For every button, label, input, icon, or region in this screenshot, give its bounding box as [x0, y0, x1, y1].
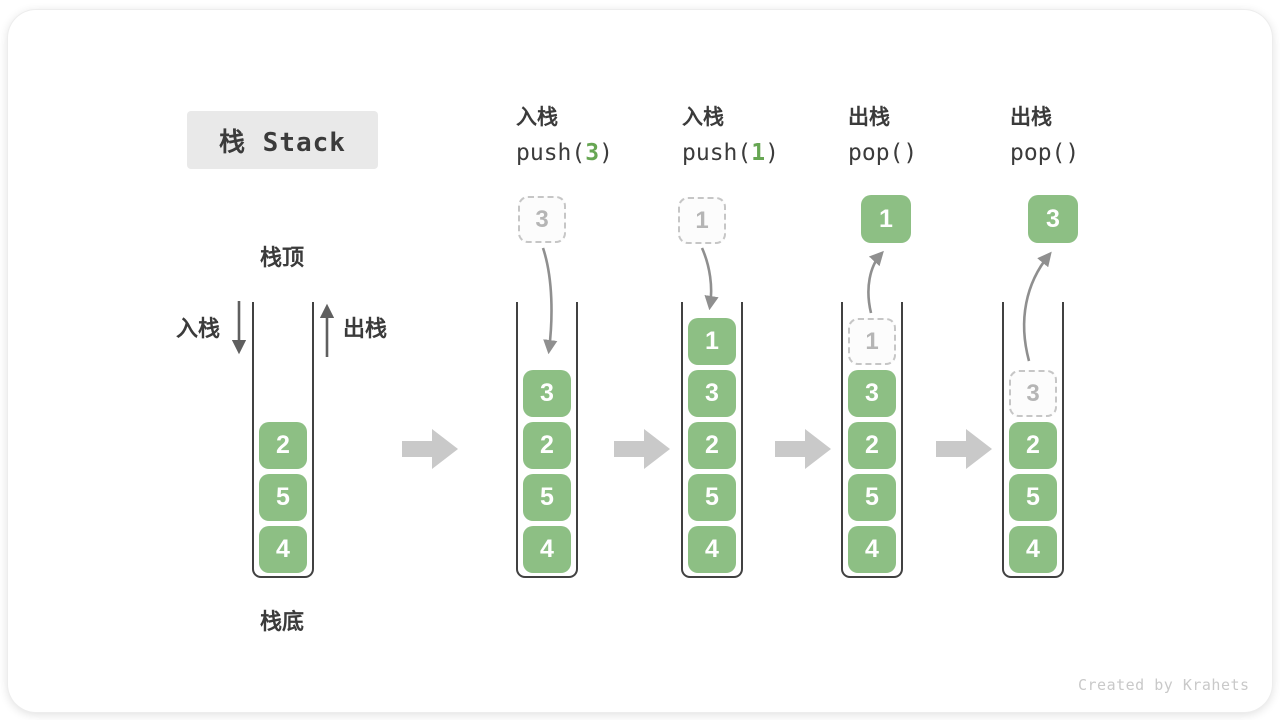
push-side-label: 入栈	[176, 316, 221, 341]
op-header-push-1: 入栈 push(1)	[682, 106, 779, 167]
stack-well-4	[841, 302, 903, 578]
stack-well-3	[681, 302, 743, 578]
stack-block: 4	[688, 526, 736, 573]
stack-block: 2	[1009, 422, 1057, 469]
removed-slot-box: 3	[1009, 370, 1057, 417]
removed-slot-box: 1	[848, 318, 896, 365]
popped-value-box: 3	[1028, 195, 1078, 243]
code-arg: 1	[751, 140, 766, 166]
op-label: 出栈	[1010, 106, 1052, 129]
stack-bottom-label: 栈底	[259, 609, 304, 634]
stack-block: 1	[688, 318, 736, 365]
pop-side-label: 出栈	[343, 316, 388, 341]
stack-block: 4	[1009, 526, 1057, 573]
stack-block: 4	[848, 526, 896, 573]
op-code: pop()	[848, 139, 917, 167]
op-label: 出栈	[848, 106, 890, 129]
code-post: )	[599, 140, 613, 166]
stack-block: 3	[523, 370, 571, 417]
stack-block: 2	[523, 422, 571, 469]
code-pre: push(	[682, 140, 752, 166]
incoming-value-box: 1	[678, 197, 726, 244]
stack-block: 2	[259, 422, 307, 469]
stack-well-5	[1002, 302, 1064, 578]
watermark: Created by Krahets	[1078, 676, 1250, 694]
stack-block: 2	[688, 422, 736, 469]
op-header-push-3: 入栈 push(3)	[516, 106, 613, 167]
stack-block: 5	[523, 474, 571, 521]
op-code: push(1)	[682, 139, 779, 167]
op-code: push(3)	[516, 139, 613, 167]
stack-block: 4	[259, 526, 307, 573]
stack-block: 5	[259, 474, 307, 521]
op-label: 入栈	[516, 106, 558, 129]
code-pre: pop()	[848, 140, 918, 166]
stack-well-2	[516, 302, 578, 578]
diagram-title: 栈 Stack	[187, 111, 378, 169]
stack-block: 4	[523, 526, 571, 573]
op-code: pop()	[1010, 139, 1079, 167]
stack-block: 2	[848, 422, 896, 469]
stack-block: 5	[848, 474, 896, 521]
code-arg: 3	[585, 140, 600, 166]
code-post: )	[765, 140, 779, 166]
stack-well-1	[252, 302, 314, 578]
stack-block: 5	[688, 474, 736, 521]
popped-value-box: 1	[861, 195, 911, 243]
incoming-value-box: 3	[518, 196, 566, 243]
diagram-title-text: 栈 Stack	[219, 127, 346, 158]
code-pre: pop()	[1010, 140, 1080, 166]
stack-block: 5	[1009, 474, 1057, 521]
op-header-pop-1: 出栈 pop()	[848, 106, 917, 167]
op-label: 入栈	[682, 106, 724, 129]
op-header-pop-3: 出栈 pop()	[1010, 106, 1079, 167]
stack-block: 3	[848, 370, 896, 417]
stack-block: 3	[688, 370, 736, 417]
code-pre: push(	[516, 140, 586, 166]
stack-top-label: 栈顶	[259, 245, 304, 270]
